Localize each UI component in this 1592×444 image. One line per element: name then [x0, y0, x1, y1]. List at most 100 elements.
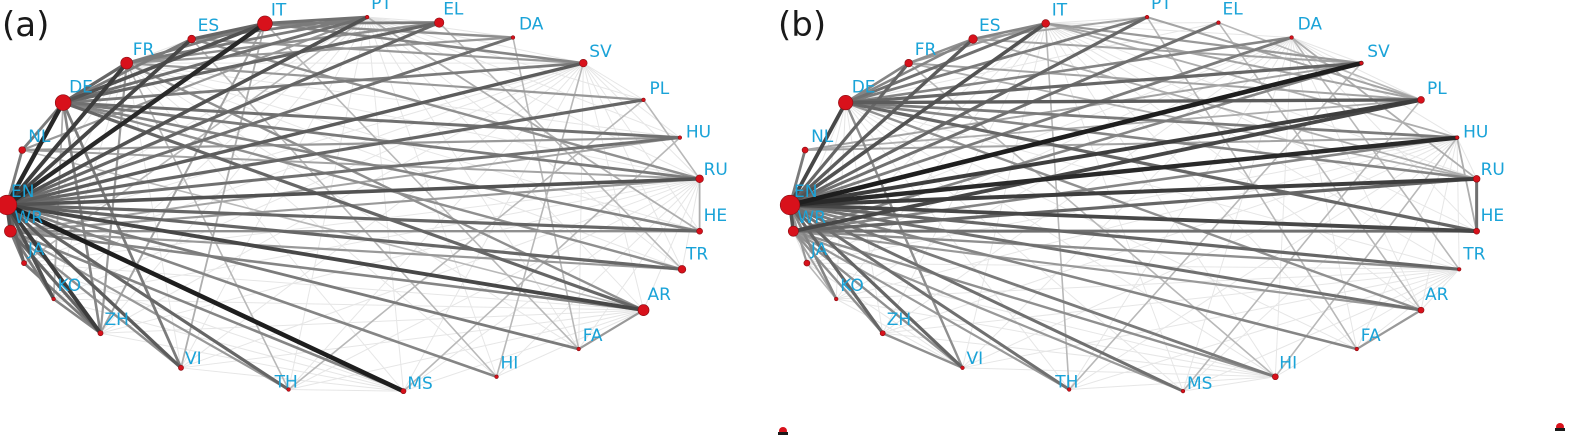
edge-EN-DE — [4, 100, 66, 208]
mesh-edge-DA-HU — [1291, 37, 1458, 139]
label-ko: KO — [58, 276, 82, 296]
edge-EN-HU — [5, 136, 682, 207]
edge-FR-HI — [907, 62, 1277, 378]
mesh-edge-DE-TR — [845, 102, 1460, 270]
label-fa: FA — [583, 326, 603, 346]
node-hu — [1454, 135, 1460, 140]
panel-a-edges — [4, 15, 702, 394]
label-ru: RU — [704, 160, 728, 180]
node-ms — [1180, 389, 1186, 394]
mesh-edge-MS-KO — [53, 298, 404, 392]
edge-WR-ZH — [8, 229, 103, 335]
edge-FR-AR — [125, 61, 645, 312]
mesh-edge-DA-WR — [793, 37, 1292, 232]
node-zh — [97, 330, 104, 337]
edge-ES-RU — [190, 37, 701, 181]
label-pt: PT — [1151, 0, 1172, 14]
mesh-edge-HU-TR — [1456, 137, 1460, 270]
edge-WR-HI — [792, 229, 1277, 378]
label-ja: JA — [27, 240, 45, 260]
label-ru: RU — [1481, 160, 1505, 180]
edge-DE-FR — [844, 61, 910, 104]
panel-b-label: (b) — [778, 5, 826, 45]
mesh-edge-AR-MS — [403, 309, 644, 392]
edge-EN-HI — [5, 203, 498, 379]
edge-DE-SV — [844, 61, 1363, 105]
label-ms: MS — [1187, 374, 1212, 394]
node-hi — [494, 374, 499, 379]
label-hi: HI — [501, 354, 519, 374]
edge-DE-ES — [844, 37, 975, 104]
edge-EN-TH — [5, 203, 291, 392]
panel-b-edges — [787, 15, 1479, 393]
label-zh: ZH — [105, 310, 129, 330]
mesh-edge-DA-TH — [1068, 37, 1293, 390]
edge-DE-VI — [61, 101, 183, 370]
mesh-edge-RU-JA — [23, 178, 700, 264]
edge-EN-EL — [788, 21, 1220, 207]
edge-FR-PL — [907, 62, 1423, 101]
edge-DE-HU — [61, 101, 682, 140]
label-it: IT — [271, 0, 287, 20]
node-es — [968, 34, 978, 44]
edge-DE-PL — [843, 98, 1423, 105]
edge-DE-EL — [61, 20, 441, 105]
edge-EN-MS — [788, 203, 1185, 393]
node-pl — [641, 97, 646, 102]
mesh-edge-HI-ZH — [882, 332, 1276, 378]
label-en: EN — [794, 182, 817, 202]
label-el: EL — [1223, 0, 1244, 20]
node-zh — [879, 330, 886, 337]
mesh-edge-SV-AR — [582, 62, 644, 311]
node-en — [779, 194, 801, 216]
node-wr — [787, 225, 799, 237]
edge-DE-SV — [61, 61, 585, 105]
mesh-edge-PT-ZH — [100, 16, 368, 334]
mesh-edge-TR-HI — [1275, 268, 1460, 378]
edge-EN-ZH — [5, 203, 103, 336]
mesh-edge-RU-MS — [403, 178, 700, 392]
label-en: EN — [11, 182, 34, 202]
edge-EN-FR — [788, 61, 911, 207]
node-ru — [1472, 175, 1481, 183]
node-ru — [695, 174, 704, 183]
label-hi: HI — [1279, 354, 1297, 374]
edge-ES-SV — [190, 37, 585, 65]
edge-EN-DA — [5, 35, 515, 207]
mesh-edge-MS-JA — [23, 262, 404, 392]
node-it — [257, 15, 273, 32]
label-fr: FR — [915, 40, 937, 60]
node-he — [696, 227, 703, 235]
label-sv: SV — [1367, 42, 1390, 62]
node-el — [1216, 20, 1221, 25]
label-vi: VI — [967, 349, 984, 369]
edge-ES-HI — [190, 38, 498, 378]
label-ar: AR — [648, 285, 672, 305]
label-he: HE — [1481, 206, 1505, 226]
edge-EN-ES — [5, 37, 194, 207]
edge-WR-MS — [792, 230, 1185, 393]
edge-WR-TH — [9, 230, 290, 391]
edge-EN-FR — [5, 61, 129, 207]
label-ja: JA — [810, 240, 828, 260]
mesh-edge-MS-TH — [288, 389, 404, 392]
edge-FR-ZH — [99, 62, 128, 335]
panel-b-nodes — [779, 15, 1481, 394]
node-he — [1473, 227, 1480, 235]
edge-IT-ZH — [99, 22, 266, 335]
mesh-edge-HU-RU — [1456, 137, 1478, 180]
mesh-edge-SV-WR — [10, 62, 584, 232]
mesh-edge-HU-JA — [806, 137, 1458, 264]
edge-EN-PL — [788, 97, 1424, 207]
edge-FR-TH — [125, 62, 290, 391]
edge-NL-HU — [21, 136, 681, 152]
edge-EN-FA — [788, 203, 1359, 351]
label-it: IT — [1052, 0, 1068, 20]
mesh-edge-SV-HE — [582, 62, 701, 232]
edge-FR-RU — [907, 62, 1478, 180]
edge-EN-HI — [788, 203, 1277, 379]
mesh-edge-DE-TH — [845, 102, 1070, 390]
